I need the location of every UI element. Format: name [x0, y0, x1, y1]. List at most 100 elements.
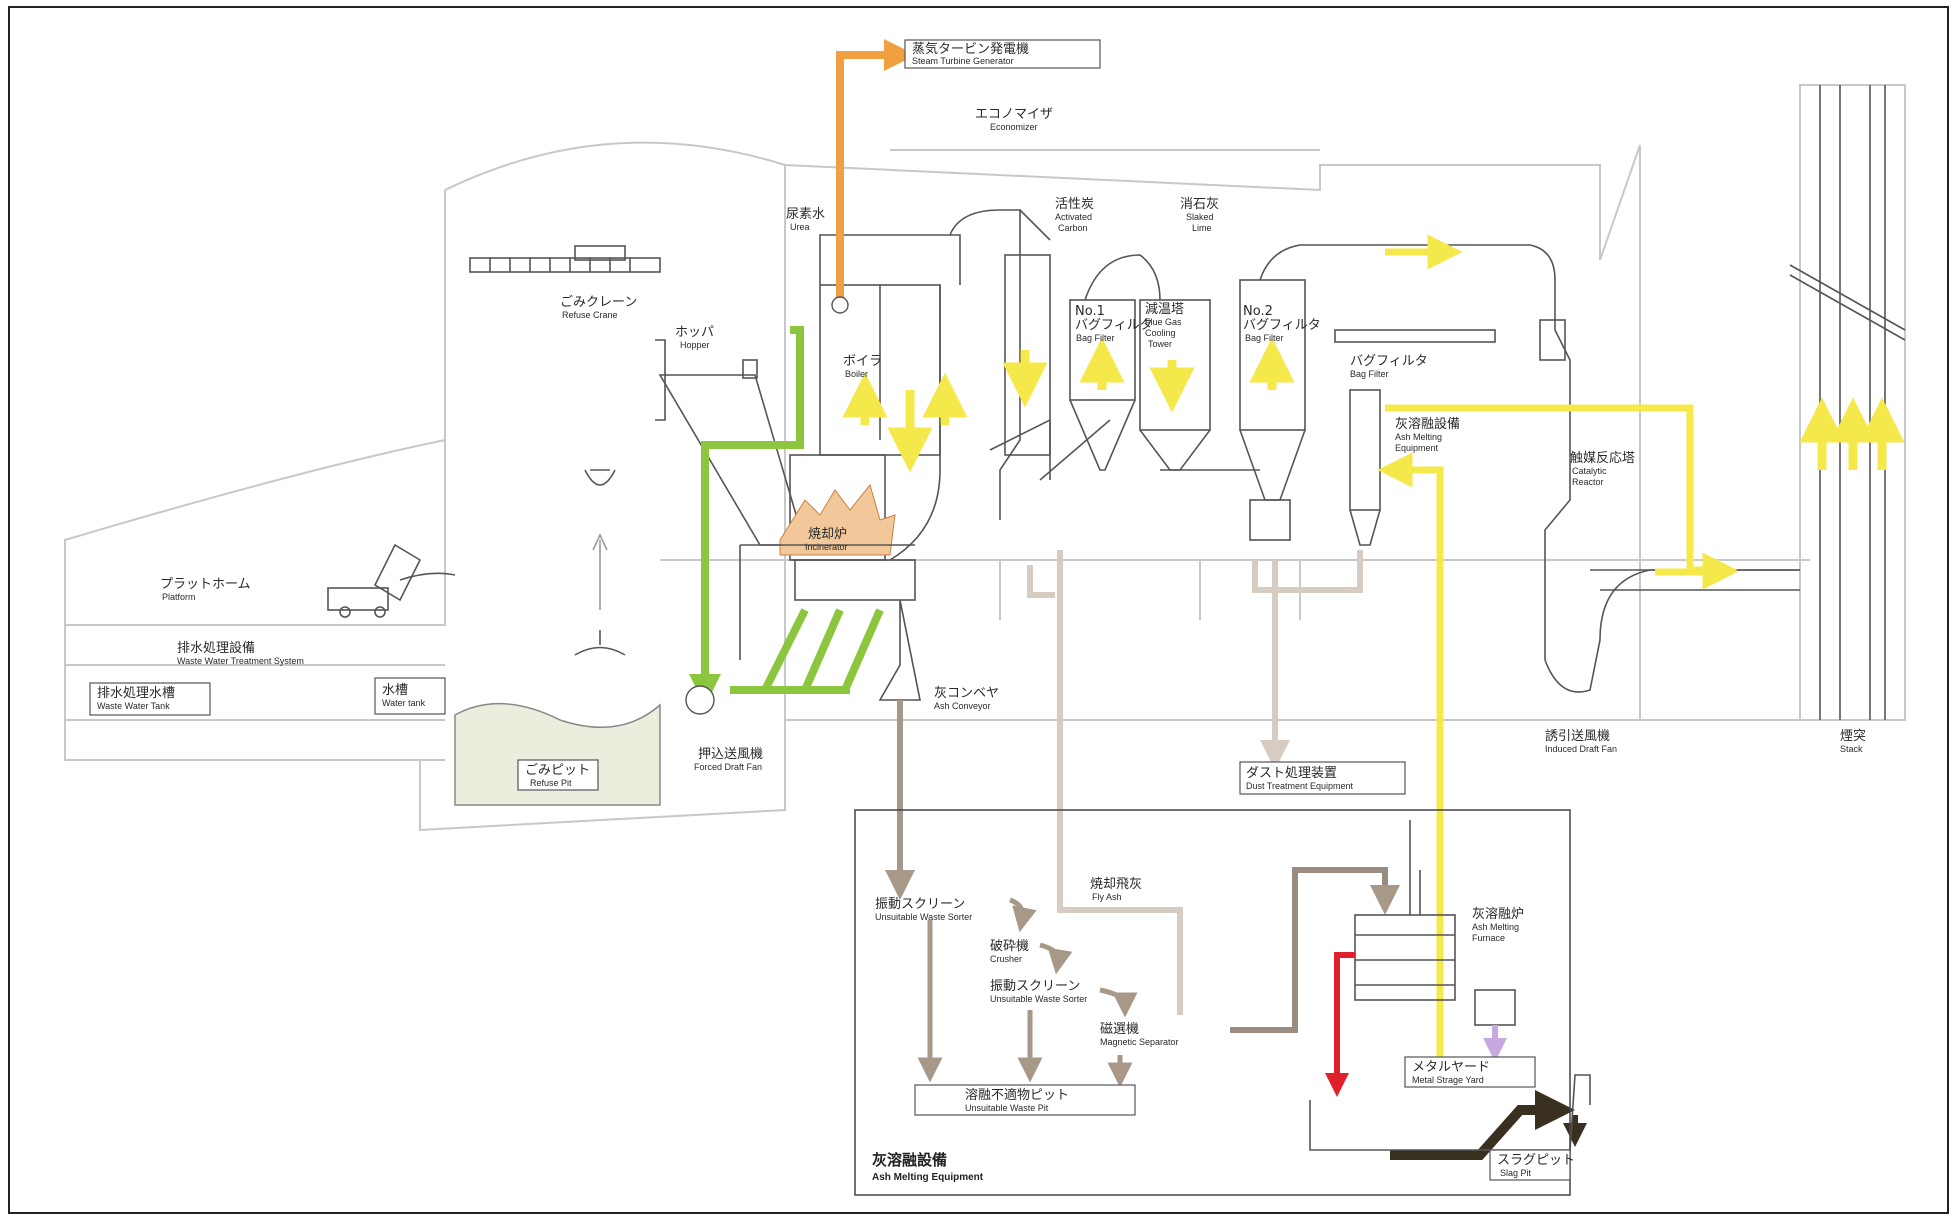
svg-text:Urea: Urea: [790, 222, 810, 232]
label-bag-filter-1: No.1 バグフィルタ Bag Filter: [1075, 304, 1153, 343]
label-slag-pit: スラグピット Slag Pit: [1490, 1150, 1575, 1180]
svg-text:Lime: Lime: [1192, 223, 1212, 233]
svg-text:Boiler: Boiler: [845, 369, 868, 379]
svg-text:Unsuitable Waste Sorter: Unsuitable Waste Sorter: [875, 912, 972, 922]
svg-text:焼却飛灰: 焼却飛灰: [1090, 877, 1142, 892]
svg-text:焼却炉: 焼却炉: [808, 527, 847, 542]
label-induced-draft-fan: 誘引送風機 Induced Draft Fan: [1545, 729, 1617, 754]
svg-text:灰溶融炉: 灰溶融炉: [1472, 907, 1524, 922]
svg-text:灰溶融設備: 灰溶融設備: [872, 1151, 947, 1169]
svg-text:Tower: Tower: [1148, 339, 1172, 349]
svg-text:Waste Water Tank: Waste Water Tank: [97, 701, 170, 711]
svg-text:煙突: 煙突: [1840, 728, 1866, 744]
svg-text:蒸気タービン発電機: 蒸気タービン発電機: [912, 41, 1029, 57]
svg-text:Refuse Pit: Refuse Pit: [530, 778, 572, 788]
svg-text:ボイラ: ボイラ: [843, 354, 882, 369]
label-crusher: 破砕機 Crusher: [990, 939, 1029, 964]
label-catalytic-reactor: 触媒反応塔 Catalytic Reactor: [1570, 451, 1635, 487]
label-slaked-lime: 消石灰 Slaked Lime: [1180, 197, 1219, 233]
dust-stand: [1250, 500, 1290, 540]
svg-text:Ash Melting: Ash Melting: [1395, 432, 1442, 442]
svg-text:ごみクレーン: ごみクレーン: [560, 294, 637, 310]
svg-text:Incinerator: Incinerator: [805, 542, 848, 552]
svg-text:Metal Strage Yard: Metal Strage Yard: [1412, 1075, 1484, 1085]
svg-text:Catalytic: Catalytic: [1572, 466, 1607, 476]
svg-text:Magnetic Separator: Magnetic Separator: [1100, 1037, 1179, 1047]
svg-text:Platform: Platform: [162, 592, 196, 602]
svg-text:破砕機: 破砕機: [990, 939, 1029, 954]
svg-text:バグフィルタ: バグフィルタ: [1243, 318, 1321, 333]
label-economizer: エコノマイザ Economizer: [975, 107, 1053, 132]
label-ash-conveyor: 灰コンベヤ Ash Conveyor: [934, 686, 999, 711]
svg-text:Reactor: Reactor: [1572, 477, 1604, 487]
label-cooling-tower: 減温塔 Flue Gas Cooling Tower: [1145, 301, 1184, 349]
svg-text:Crusher: Crusher: [990, 954, 1022, 964]
svg-text:バグフィルタ: バグフィルタ: [1350, 354, 1428, 369]
svg-text:排水処理設備: 排水処理設備: [177, 640, 255, 656]
bag-filter-2: [1240, 245, 1555, 500]
label-hopper: ホッパ Hopper: [675, 325, 714, 350]
svg-text:灰コンベヤ: 灰コンベヤ: [934, 686, 999, 701]
svg-text:メタルヤード: メタルヤード: [1412, 1060, 1490, 1075]
svg-text:振動スクリーン: 振動スクリーン: [990, 979, 1080, 994]
svg-text:振動スクリーン: 振動スクリーン: [875, 897, 965, 912]
svg-text:誘引送風機: 誘引送風機: [1545, 729, 1610, 744]
svg-text:Ash Melting Equipment: Ash Melting Equipment: [872, 1172, 984, 1183]
steam-line: [832, 55, 900, 313]
svg-text:Ash Conveyor: Ash Conveyor: [934, 701, 991, 711]
label-refuse-pit: ごみピット Refuse Pit: [518, 760, 598, 790]
svg-text:Hopper: Hopper: [680, 340, 710, 350]
svg-text:Stack: Stack: [1840, 744, 1863, 754]
label-stack: 煙突 Stack: [1840, 728, 1866, 754]
label-ash-melting-box: 灰溶融設備 Ash Melting Equipment: [872, 1151, 984, 1183]
svg-text:Unsuitable Waste Sorter: Unsuitable Waste Sorter: [990, 994, 1087, 1004]
grab-bucket-icon: [575, 470, 625, 655]
svg-text:No.1: No.1: [1075, 304, 1105, 319]
svg-text:No.2: No.2: [1243, 304, 1273, 319]
label-magnetic-separator: 磁選機 Magnetic Separator: [1100, 1022, 1179, 1047]
svg-text:磁選機: 磁選機: [1100, 1022, 1139, 1037]
svg-text:Forced Draft Fan: Forced Draft Fan: [694, 762, 762, 772]
svg-text:水槽: 水槽: [382, 683, 408, 698]
garbage-truck-icon: [328, 545, 455, 617]
svg-text:Slaked: Slaked: [1186, 212, 1214, 222]
svg-text:灰溶融設備: 灰溶融設備: [1395, 416, 1460, 432]
svg-text:排水処理水槽: 排水処理水槽: [97, 686, 175, 701]
svg-text:Steam Turbine Generator: Steam Turbine Generator: [912, 56, 1014, 66]
svg-text:Economizer: Economizer: [990, 122, 1038, 132]
label-waste-water-system: 排水処理設備 Waste Water Treatment System: [177, 640, 304, 666]
svg-text:ダスト処理装置: ダスト処理装置: [1246, 766, 1337, 781]
svg-text:Dust Treatment Equipment: Dust Treatment Equipment: [1246, 781, 1354, 791]
svg-text:Water tank: Water tank: [382, 698, 426, 708]
label-unsuitable-waste-pit: 溶融不適物ピット Unsuitable Waste Pit: [915, 1085, 1135, 1115]
svg-text:減温塔: 減温塔: [1145, 301, 1184, 317]
label-waste-water-tank: 排水処理水槽 Waste Water Tank: [90, 683, 210, 715]
svg-text:Ash Melting: Ash Melting: [1472, 922, 1519, 932]
label-urea: 尿素水 Urea: [786, 207, 825, 232]
ash-melting-box: [855, 810, 1570, 1195]
label-water-tank: 水槽 Water tank: [375, 678, 445, 714]
svg-text:Unsuitable Waste Pit: Unsuitable Waste Pit: [965, 1103, 1049, 1113]
svg-text:ごみピット: ごみピット: [525, 762, 590, 778]
label-dust-treatment: ダスト処理装置 Dust Treatment Equipment: [1240, 762, 1405, 794]
label-activated-carbon: 活性炭 Activated Carbon: [1055, 197, 1094, 233]
label-bag-filter-3: バグフィルタ Bag Filter: [1350, 354, 1428, 379]
svg-text:Activated: Activated: [1055, 212, 1092, 222]
label-ash-melting-equipment: 灰溶融設備 Ash Melting Equipment: [1395, 416, 1460, 453]
economizer: [950, 210, 1050, 520]
svg-text:スラグピット: スラグピット: [1497, 1153, 1575, 1168]
svg-text:ホッパ: ホッパ: [675, 325, 714, 340]
label-platform: プラットホーム Platform: [160, 577, 251, 602]
label-boiler: ボイラ Boiler: [843, 354, 882, 379]
svg-text:エコノマイザ: エコノマイザ: [975, 107, 1053, 122]
svg-text:Fly Ash: Fly Ash: [1092, 892, 1122, 902]
svg-text:Equipment: Equipment: [1395, 443, 1439, 453]
svg-text:Bag Filter: Bag Filter: [1350, 369, 1389, 379]
svg-text:押込送風機: 押込送風機: [698, 747, 763, 762]
svg-text:溶融不適物ピット: 溶融不適物ピット: [965, 1087, 1069, 1103]
label-refuse-crane: ごみクレーン Refuse Crane: [560, 294, 637, 320]
label-ash-melting-furnace: 灰溶融炉 Ash Melting Furnace: [1472, 907, 1524, 943]
svg-text:Flue Gas: Flue Gas: [1145, 317, 1182, 327]
svg-text:Cooling: Cooling: [1145, 328, 1176, 338]
